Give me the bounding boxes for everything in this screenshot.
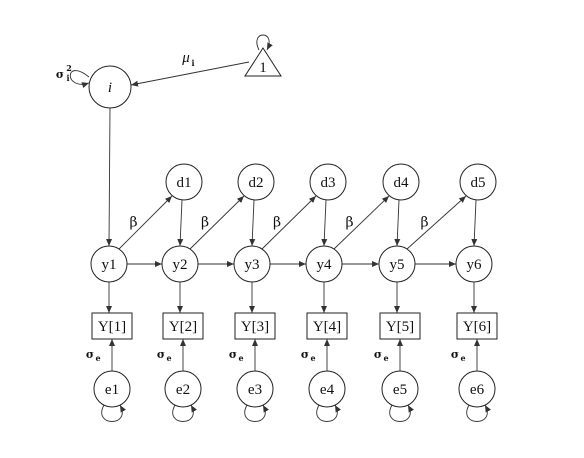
disturbance-node-d2 [237,163,275,201]
constant-label: 1 [259,60,267,76]
observed-box-6 [456,312,498,340]
disturbance-arrow-d1 [177,199,184,247]
disturbance-arrow-d5 [471,199,478,247]
observed-label-2: Y[2] [169,319,197,335]
error-variance-sub-6: e [460,353,465,363]
edges-layer [69,34,491,422]
error-variance-label-5: σ [374,348,382,361]
intercept-label: i [108,80,112,96]
latent-label-y1: y1 [102,257,117,273]
beta-arrow-2 [189,195,245,250]
error-variance-loop-e3 [244,404,269,422]
error-variance-label-1: σ [86,348,94,361]
observed-box-5 [379,312,421,340]
error-node-e4 [308,370,346,408]
error-variance-loop-e5 [389,404,414,422]
beta-label-3: β [273,215,281,231]
error-variance-sub-4: e [310,353,315,363]
disturbance-label-d2: d2 [249,175,264,191]
error-variance-sub-3: e [238,353,243,363]
intercept-variance-loop [69,70,90,88]
error-label-e4: e4 [320,382,335,398]
intercept-variance-sup: 2 [66,63,72,73]
error-variance-loop-e1 [101,404,126,422]
latent-node-y1 [90,245,128,283]
disturbance-label-d1: d1 [177,175,192,191]
error-variance-sub-5: e [383,353,388,363]
latent-node-y3 [233,245,271,283]
error-variance-loop-e6 [466,404,491,422]
latent-node-y2 [161,245,199,283]
error-label-e5: e5 [393,382,407,398]
intercept-variance-label: σ [56,68,64,81]
beta-label-5: β [420,215,428,231]
beta-arrow-5 [406,195,467,250]
intercept-variance-sub: i [66,73,69,83]
beta-arrow-3 [261,195,317,250]
latent-label-y6: y6 [467,257,483,273]
nodes-layer [88,47,498,408]
disturbance-label-d5: d5 [471,175,486,191]
disturbance-node-d1 [165,163,203,201]
observed-label-6: Y[6] [463,319,491,335]
intercept-node [88,65,132,109]
observed-label-4: Y[4] [313,319,341,335]
intercept-to-y1-arrow [106,107,113,247]
latent-node-y6 [455,245,493,283]
error-variance-label-2: σ [157,348,165,361]
latent-label-y3: y3 [245,257,260,273]
observed-box-2 [162,312,204,340]
beta-arrow-1 [118,195,173,250]
error-variance-label-4: σ [301,348,309,361]
error-variance-loop-e4 [316,404,341,422]
beta-arrow-4 [333,195,390,250]
error-variance-loop-e2 [172,404,197,422]
error-variance-label-6: σ [451,348,459,361]
error-variance-sub-2: e [166,353,171,363]
beta-label-4: β [345,215,353,231]
latent-label-y5: y5 [390,257,405,273]
constant-triangle [244,47,282,77]
disturbance-label-d3: d3 [321,175,336,191]
disturbance-arrow-d2 [249,199,256,247]
beta-label-2: β [201,215,209,231]
error-node-e6 [458,370,496,408]
error-label-e3: e3 [248,382,262,398]
error-label-e2: e2 [176,382,190,398]
error-node-e5 [381,370,419,408]
error-label-e1: e1 [105,382,119,398]
disturbance-node-d3 [309,163,347,201]
observed-label-3: Y[3] [241,319,269,335]
error-variance-sub-1: e [95,353,100,363]
disturbance-label-d4: d4 [394,175,410,191]
disturbance-node-d5 [459,163,497,201]
constant-variance-loop [256,34,273,51]
error-variance-label-3: σ [229,348,237,361]
disturbance-arrow-d4 [394,199,401,247]
latent-label-y4: y4 [317,257,333,273]
disturbance-arrow-d3 [321,199,328,247]
observed-box-1 [91,312,133,340]
error-node-e1 [93,370,131,408]
mean-label: μ [181,50,190,66]
disturbance-node-d4 [382,163,420,201]
error-node-e2 [164,370,202,408]
error-label-e6: e6 [470,382,485,398]
observed-label-1: Y[1] [98,319,126,335]
latent-node-y4 [305,245,343,283]
error-node-e3 [236,370,274,408]
observed-label-5: Y[5] [386,319,414,335]
observed-box-4 [306,312,348,340]
mean-sub: i [191,58,194,68]
mean-arrow [130,61,250,87]
beta-label-1: β [129,215,137,231]
observed-box-3 [234,312,276,340]
latent-label-y2: y2 [173,257,188,273]
latent-node-y5 [378,245,416,283]
